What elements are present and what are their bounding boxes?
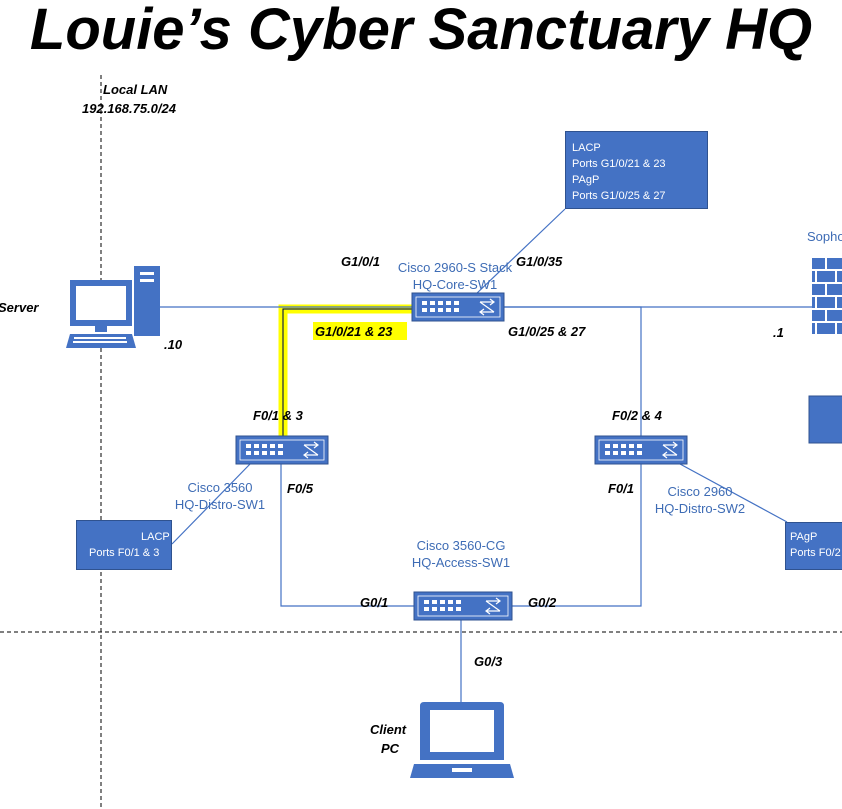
distro1-note-line-2: Ports F0/1 & 3 — [89, 547, 160, 559]
callout-distro1 — [171, 461, 253, 545]
client-label-line2: PC — [381, 741, 400, 756]
port-core-g1-0-25-27: G1/0/25 & 27 — [508, 324, 586, 339]
client-label-line1: Client — [370, 722, 407, 737]
link-distro1-access — [280, 462, 414, 607]
core-switch-model: Cisco 2960-S Stack — [397, 260, 513, 275]
access-switch-hostname: HQ-Access-SW1 — [411, 555, 511, 570]
server-computer-icon — [66, 266, 160, 348]
link-distro2-access — [512, 462, 642, 607]
distro1-etherchannel-note: LACP Ports F0/1 & 3 — [76, 520, 172, 570]
client-laptop-icon — [410, 702, 514, 778]
core-etherchannel-note: LACP Ports G1/0/21 & 23 PAgP Ports G1/0/… — [565, 131, 708, 209]
lan-name-label: Local LAN — [103, 82, 168, 97]
port-core-g1-0-21-23: G1/0/21 & 23 — [315, 324, 393, 339]
switch-distro1-icon — [235, 435, 329, 465]
firewall-ip-label: .1 — [773, 325, 784, 340]
distro1-switch-model: Cisco 3560 — [187, 480, 253, 495]
link-core-distro2 — [504, 306, 642, 440]
port-access-g0-1: G0/1 — [360, 595, 389, 610]
lacp-highlight-label-bg — [313, 322, 407, 340]
distro1-switch-hostname: HQ-Distro-SW1 — [174, 497, 266, 512]
distro2-etherchannel-note: PAgP Ports F0/2 — [785, 522, 842, 570]
highlight-core-line — [282, 308, 412, 440]
port-distro2-f0-1: F0/1 — [608, 481, 635, 496]
links — [160, 208, 812, 702]
distro1-switch-label: Cisco 3560 HQ-Distro-SW1 — [160, 479, 280, 513]
distro2-note-line-2: Ports F0/2 — [790, 547, 841, 559]
switch-core-icon — [411, 292, 505, 322]
distro2-switch-label: Cisco 2960 HQ-Distro-SW2 — [640, 483, 760, 517]
port-core-g1-0-1: G1/0/1 — [341, 254, 381, 269]
access-switch-model: Cisco 3560-CG — [416, 538, 506, 553]
switch-access-icon — [413, 591, 513, 621]
port-distro1-f0-5: F0/5 — [287, 481, 314, 496]
distro2-note-line-1: PAgP — [790, 531, 818, 543]
server-ip-label: .10 — [164, 337, 183, 352]
port-access-g0-3: G0/3 — [474, 654, 503, 669]
callout-core — [474, 208, 566, 296]
core-note-line-1: LACP — [572, 142, 601, 154]
port-distro2-f0-2-4: F0/2 & 4 — [612, 408, 662, 423]
port-access-g0-2: G0/2 — [528, 595, 557, 610]
server-label: Server — [0, 300, 39, 315]
distro2-switch-hostname: HQ-Distro-SW2 — [654, 501, 746, 516]
core-note-line-4: Ports G1/0/25 & 27 — [572, 190, 666, 202]
port-distro1-f0-1-3: F0/1 & 3 — [253, 408, 303, 423]
distro1-note-line-1: LACP — [141, 531, 170, 543]
core-note-line-2: Ports G1/0/21 & 23 — [572, 158, 666, 170]
distro2-switch-model: Cisco 2960 — [667, 484, 733, 499]
core-note-line-3: PAgP — [572, 174, 600, 186]
access-switch-label: Cisco 3560-CG HQ-Access-SW1 — [396, 537, 526, 571]
firewall-icon — [812, 258, 842, 334]
lan-subnet-label: 192.168.75.0/24 — [82, 101, 176, 116]
switch-distro2-icon — [594, 435, 688, 465]
port-core-g1-0-35: G1/0/35 — [516, 254, 563, 269]
firewall-label: Sopho — [807, 229, 842, 244]
partial-device-box — [808, 395, 842, 444]
core-switch-label: Cisco 2960-S Stack HQ-Core-SW1 — [390, 259, 520, 293]
callout-distro2 — [679, 463, 788, 523]
core-switch-hostname: HQ-Core-SW1 — [412, 277, 498, 292]
diagram-title: Louie’s Cyber Sanctuary HQ — [29, 0, 813, 62]
